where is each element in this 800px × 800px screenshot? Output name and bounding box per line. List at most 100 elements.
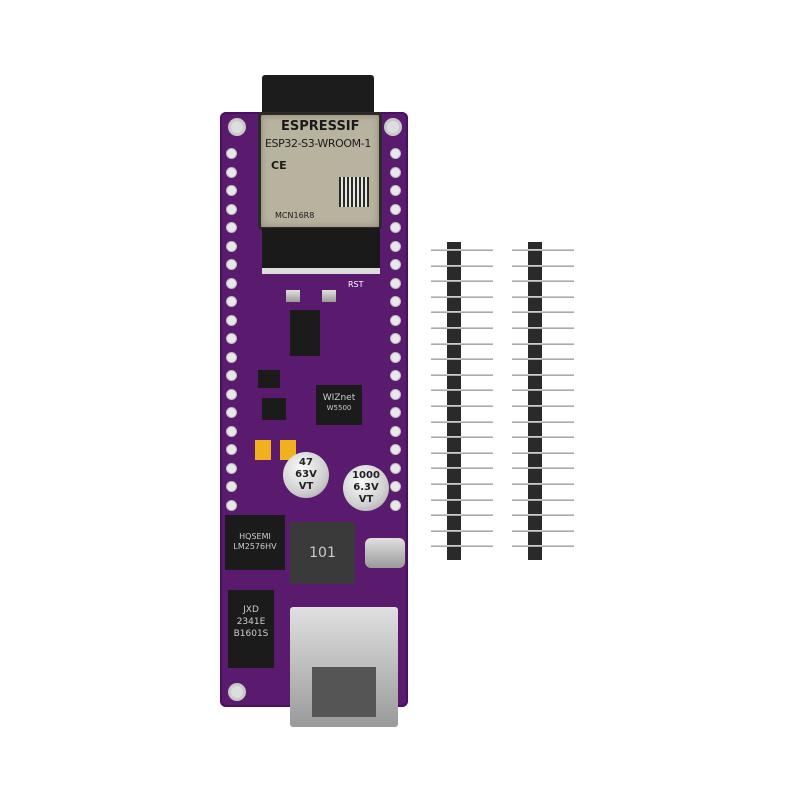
header-pin: [512, 280, 574, 283]
cap-voltage: 63V: [295, 469, 317, 480]
electrolytic-capacitor-1000: 1000 6.3V VT: [343, 465, 389, 511]
pin-pad: [226, 240, 237, 252]
header-pin: [512, 483, 574, 485]
pin-pad: [226, 425, 237, 437]
pin-pad: [226, 296, 237, 307]
header-pin: [431, 514, 493, 517]
cap-value: 1000: [352, 470, 380, 481]
usb-c-port[interactable]: [365, 538, 405, 568]
transformer-model: B1601S: [233, 629, 269, 639]
inductor: 101: [290, 522, 355, 584]
pin-pad: [390, 259, 401, 270]
pin-pad: [226, 333, 237, 344]
pin-pad: [390, 203, 401, 215]
pin-pad: [226, 351, 237, 363]
header-pin: [512, 311, 574, 314]
header-pin: [512, 327, 574, 329]
pin-pad: [226, 444, 237, 455]
header-pin: [512, 264, 574, 267]
module-code: MCN16R8: [275, 211, 315, 220]
mounting-hole: [228, 118, 246, 136]
mounting-hole: [384, 118, 402, 136]
boot-button[interactable]: [286, 290, 300, 302]
header-pin: [431, 280, 493, 283]
pin-pad: [226, 462, 237, 474]
pin-pad: [390, 370, 401, 381]
header-pin: [431, 389, 493, 392]
header-pin: [431, 373, 493, 376]
pin-pad: [226, 407, 237, 418]
module-brand: ESPRESSIF: [281, 119, 360, 134]
pin-pad: [390, 166, 401, 178]
pin-pad: [390, 351, 401, 363]
regulator-chip: HQSEMI LM2576HV: [225, 515, 285, 570]
header-pin: [512, 420, 574, 423]
header-pin: [512, 498, 574, 501]
cap-voltage: 6.3V: [353, 482, 379, 493]
header-pin: [512, 295, 574, 298]
header-pin: [512, 467, 574, 470]
transformer-code: 2341E: [236, 617, 266, 627]
pin-pad: [390, 314, 401, 326]
cap-mark: VT: [358, 494, 374, 505]
ethernet-chip: WIZnet W5500: [316, 385, 362, 425]
pin-pad: [390, 444, 401, 455]
pin-pad: [390, 407, 401, 418]
header-pin: [431, 295, 493, 298]
header-pin: [431, 529, 493, 532]
fpc-connector: [262, 228, 380, 274]
pin-pad: [226, 370, 237, 381]
pin-pad: [226, 314, 237, 326]
header-pin: [431, 342, 493, 345]
ce-mark: CE: [271, 159, 287, 172]
cap-value: 47: [299, 457, 313, 468]
pin-pad: [226, 481, 237, 492]
header-pin: [512, 249, 574, 251]
pin-pad: [226, 185, 237, 196]
regulator-model: LM2576HV: [233, 542, 277, 551]
header-pin: [512, 358, 574, 361]
pin-pad: [226, 259, 237, 270]
electrolytic-capacitor-47: 47 63V VT: [283, 452, 329, 498]
header-pin: [431, 249, 493, 251]
pin-pad: [390, 148, 401, 159]
reset-button[interactable]: [322, 290, 336, 302]
pin-pad: [390, 240, 401, 252]
mounting-hole: [228, 683, 246, 701]
tantalum-capacitor: [280, 440, 296, 460]
pin-pad: [390, 222, 401, 233]
pin-pad: [226, 203, 237, 215]
rj45-opening: [312, 667, 376, 717]
header-pin: [431, 420, 493, 423]
qr-code: [339, 177, 369, 207]
header-pin: [512, 529, 574, 532]
pin-pad: [226, 148, 237, 159]
pin-pad: [390, 185, 401, 196]
pin-pad: [226, 499, 237, 511]
header-pin: [431, 498, 493, 501]
header-pin: [512, 342, 574, 345]
pin-pad: [390, 296, 401, 307]
header-pin: [431, 467, 493, 470]
small-ic: [258, 370, 280, 388]
header-pin: [431, 311, 493, 314]
header-pin: [431, 405, 493, 407]
header-pin: [512, 405, 574, 407]
pin-pad: [226, 277, 237, 289]
header-pin: [431, 327, 493, 329]
pin-pad: [390, 462, 401, 474]
cap-mark: VT: [298, 481, 314, 492]
header-pin: [512, 436, 574, 439]
header-pin: [431, 358, 493, 361]
pin-pad: [390, 499, 401, 511]
module-model: ESP32-S3-WROOM-1: [265, 137, 371, 150]
header-pin: [431, 483, 493, 485]
header-pin: [512, 373, 574, 376]
header-pin: [512, 389, 574, 392]
regulator-ic: [262, 398, 286, 420]
ic-chip: [290, 310, 320, 356]
tantalum-capacitor: [255, 440, 271, 460]
transformer-brand: JXD: [243, 605, 259, 615]
rj45-port[interactable]: [290, 607, 398, 727]
regulator-brand: HQSEMI: [239, 532, 271, 541]
